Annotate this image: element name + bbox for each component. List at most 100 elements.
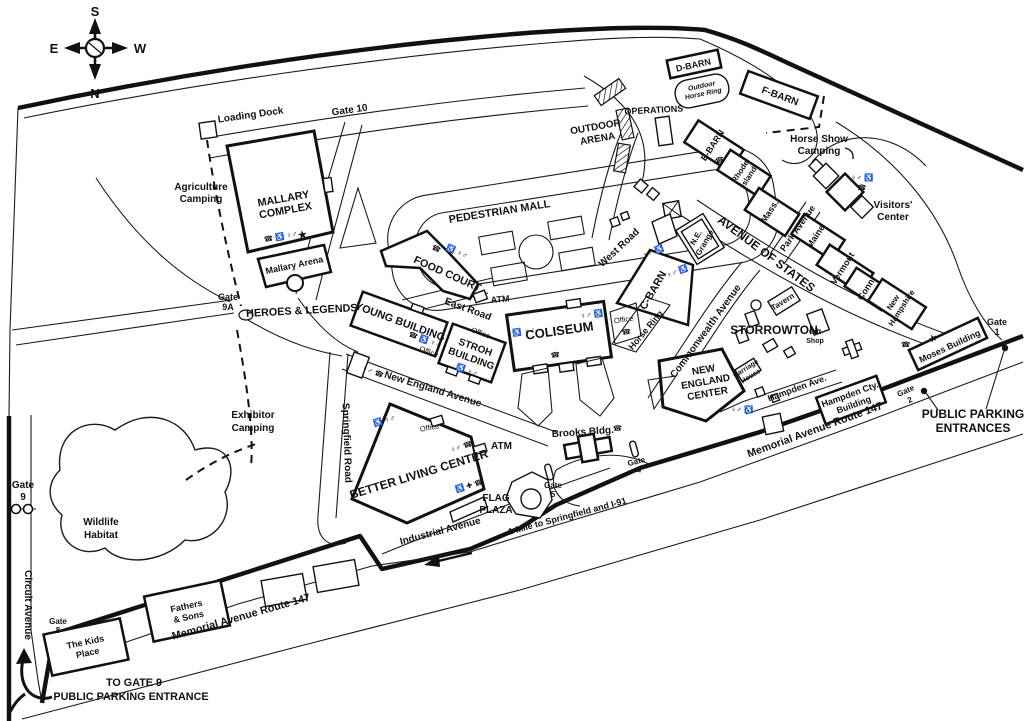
phone-icon: ☎ [901, 340, 911, 349]
amenity-icons: ♿ ♀♂ [512, 325, 536, 337]
horse-show-camping-label: Horse Show [790, 134, 848, 145]
compass-rose: S N E W [50, 4, 147, 101]
agriculture-camping-label: Agriculture [174, 182, 228, 193]
outdoor-horse-ring-shape [674, 73, 730, 109]
new-hampshire-building [866, 277, 928, 331]
coliseum-building [504, 297, 614, 375]
storrowton-label: STORROWTON [730, 323, 818, 337]
gate-2-label: Gate 2 [896, 383, 916, 405]
svg-text:9: 9 [20, 492, 26, 503]
phone-icon: ☎ [621, 327, 632, 337]
ne-grange-building [674, 212, 726, 266]
svg-text:PLAZA: PLAZA [479, 505, 512, 516]
public-parking-entrances-label: PUBLIC PARKING [922, 407, 1024, 421]
wildlife-habitat-pond [49, 416, 232, 561]
operations-label: OPERATIONS [624, 103, 683, 116]
operations-building [654, 115, 674, 147]
svg-text:Camping: Camping [180, 194, 223, 205]
gate-9-label: Gate [12, 480, 35, 491]
mallary-arena-building [256, 243, 333, 289]
mallary-complex-building [225, 129, 335, 254]
hampden-cty-building-shape [814, 374, 888, 426]
phone-icon: ☎ [857, 183, 867, 192]
food-court-building [379, 229, 480, 301]
gate-9a-label: Gate [218, 292, 238, 302]
compass-south: S [91, 4, 100, 19]
gate-1-dot [1001, 344, 1009, 352]
to-gate9-label: TO GATE 9 [106, 677, 162, 689]
svg-text:NEW: NEW [691, 363, 716, 378]
carriage-house-building [733, 357, 763, 383]
gift-shop-building [805, 308, 831, 336]
west-road-label: West Road [597, 227, 642, 270]
new-england-center-building [657, 347, 746, 423]
svg-text:PUBLIC PARKING ENTRANCE: PUBLIC PARKING ENTRANCE [53, 691, 208, 703]
new-england-center-label: NEW ENGLAND CENTER [680, 363, 731, 403]
visitors-center-buildings [807, 157, 875, 220]
brooks-bldg-label: Brooks Bldg. [551, 425, 614, 440]
gate-8-label: Gate [49, 617, 67, 626]
gate-5-marker [544, 463, 554, 481]
buildings [8, 48, 1009, 713]
atm-kiosk [472, 442, 488, 456]
compass-north: N [90, 86, 99, 101]
moses-building-shape [907, 316, 989, 372]
svg-text:9A: 9A [222, 302, 234, 312]
outdoor-arena-bleachers [593, 77, 635, 174]
west-road-structures [608, 177, 683, 245]
amenity-icons: ♀♂ ♿ [580, 308, 604, 320]
storrowton-village-buildings [733, 285, 863, 404]
to-gate9-arrow [8, 648, 53, 713]
gift-shop-label: Gift [809, 329, 822, 336]
loading-dock-label: Loading Dock [217, 105, 284, 125]
svg-text:5: 5 [551, 490, 556, 499]
star-icon: ★ [297, 229, 308, 241]
compass-east: E [50, 41, 59, 56]
f-barn-building [738, 69, 820, 121]
mile-arrow [424, 551, 473, 567]
mass-building [743, 186, 801, 238]
fathers-sons-building [142, 578, 232, 644]
wildlife-habitat-label: Wildlife [83, 517, 119, 528]
svg-text:Camping: Camping [232, 423, 275, 434]
svg-text:Place: Place [75, 645, 100, 660]
visitors-center-label: Visitors' [874, 200, 913, 211]
d-barn-building [665, 48, 723, 80]
loading-dock-building [198, 120, 218, 140]
rhode-island-building [715, 148, 773, 198]
pedestrian-mall-label: PEDESTRIAN MALL [448, 198, 552, 226]
svg-text:4: 4 [635, 465, 642, 475]
amenity-icons: ♀♂ ♿ [851, 173, 874, 182]
camping-pointer [844, 147, 854, 160]
gate-2-dot [920, 387, 928, 395]
heroes-legends-label: HEROES & LEGENDS [246, 302, 358, 320]
stroh-building-shape [436, 322, 508, 384]
gate-4-marker [629, 440, 639, 458]
svg-text:2: 2 [906, 395, 914, 405]
tavern-building [766, 285, 802, 317]
young-building-shape [348, 290, 450, 358]
gate-1-label: Gate [987, 317, 1007, 327]
compass-west: W [134, 41, 147, 56]
gate-9-marker [10, 503, 22, 515]
stroh-building-label: STROH BUILDING Office ♿ ♀♂ [447, 325, 496, 378]
svg-text:ENTRANCES: ENTRANCES [936, 421, 1011, 435]
circuit-avenue-label: Circuit Avenue [22, 570, 33, 640]
svg-text:Center: Center [877, 212, 909, 223]
phone-icon: ☎ [714, 154, 726, 166]
camping-boundary-dashed [206, 139, 242, 307]
exhibitor-camping-label: Exhibitor [231, 410, 274, 421]
restrooms-icon: ♀♂ ♿ [731, 405, 754, 414]
brooks-building [562, 432, 614, 464]
east-road-label: East Road [443, 296, 493, 323]
phone-icon: ☎ [550, 350, 561, 360]
phone-icon: ☎ [613, 423, 624, 433]
svg-text:Shop: Shop [806, 338, 824, 345]
better-living-center-building [350, 402, 486, 525]
office-label: Office [419, 421, 440, 433]
gate-9a-marker [238, 309, 254, 321]
svg-text:Habitat: Habitat [84, 530, 119, 541]
north-boundary-road [17, 25, 1024, 173]
